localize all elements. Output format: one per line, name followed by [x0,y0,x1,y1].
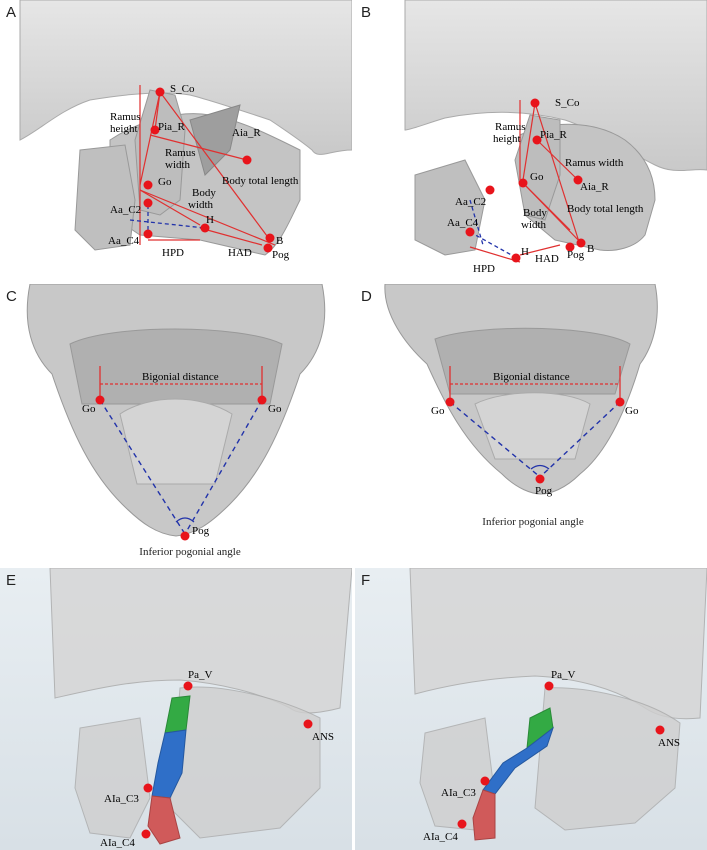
label-body-total-length: Body total length [567,203,644,215]
label-s-co: S_Co [170,83,195,95]
skull-inferior-view-d: Go Go Pog Bigonial distance [355,284,707,566]
label-ramus-height-2: height [493,133,521,145]
landmark-dots-d [445,397,625,484]
label-body-width-1: Body [192,187,216,199]
skull-airway-view-f: Pa_V ANS AIa_C3 AIa_C4 [355,568,707,850]
label-pog: Pog [192,525,210,537]
label-h: H [206,214,214,226]
label-go-left: Go [82,403,96,415]
landmark-dots-a [143,87,275,253]
label-aia-r: Aia_R [580,181,609,193]
panel-label-a: A [6,4,17,21]
skull-lateral-view-b: S_Co Pia_R Aia_R Go Aa_C2 Aa_C4 H B Pog … [355,0,707,280]
label-aa-c2: Aa_C2 [455,196,486,208]
label-s-co: S_Co [555,97,580,109]
label-ramus-height-2: height [110,123,138,135]
label-aia-r: Aia_R [232,127,261,139]
label-go: Go [530,171,544,183]
landmark-dots-e [141,681,313,839]
label-aa-c4: Aa_C4 [447,217,479,229]
label-ans: ANS [658,737,680,749]
skull-inferior-view-c: Go Go Pog Bigonial distance [0,284,352,566]
label-had: HAD [228,247,252,259]
label-pog: Pog [272,249,290,261]
skull-airway-view-e: Pa_V ANS AIa_C3 AIa_C4 [0,568,352,850]
caption-inferior-pogonial-angle: Inferior pogonial angle [139,546,241,558]
panel-label-e: E [6,572,17,589]
panel-f: Pa_V ANS AIa_C3 AIa_C4 F [355,568,707,850]
panel-c: Go Go Pog Bigonial distance C Inferior p… [0,284,352,566]
panel-label-d: D [361,288,372,305]
label-pog: Pog [567,249,585,261]
label-body-total-length: Body total length [222,175,299,187]
label-b: B [276,235,283,247]
label-b: B [587,243,594,255]
panel-e: Pa_V ANS AIa_C3 AIa_C4 E [0,568,352,850]
panel-b: S_Co Pia_R Aia_R Go Aa_C2 Aa_C4 H B Pog … [355,0,707,280]
label-ala-c3: AIa_C3 [441,787,476,799]
landmark-dots-c [95,395,267,541]
label-ramus-height-1: Ramus [495,121,526,133]
label-ramus-width-1: Ramus [165,147,196,159]
label-pia-r: Pia_R [158,121,186,133]
label-aa-c4: Aa_C4 [108,235,140,247]
label-h: H [521,246,529,258]
label-pa-v: Pa_V [551,669,576,681]
label-pia-r: Pia_R [540,129,568,141]
label-ramus-height-1: Ramus [110,111,141,123]
panel-label-b: B [361,4,372,21]
label-body-width-2: width [521,219,547,231]
skull-lateral-view-a: S_Co Pia_R Aia_R Go Aa_C2 Aa_C4 H B Pog … [0,0,352,280]
label-go: Go [158,176,172,188]
label-body-width-2: width [188,199,214,211]
label-aa-c2: Aa_C2 [110,204,141,216]
landmark-dots-b [465,98,586,263]
label-ramus-width-2: width [165,159,191,171]
label-ala-c4: AIa_C4 [100,837,135,849]
panel-label-f: F [361,572,371,589]
landmark-dots-f [457,681,665,829]
label-go-right: Go [268,403,282,415]
label-hpd: HPD [473,263,495,275]
label-had: HAD [535,253,559,265]
label-bigonial: Bigonial distance [142,371,219,383]
label-go-left: Go [431,405,445,417]
label-ala-c4: AIa_C4 [423,831,458,843]
label-ramus-width: Ramus width [565,157,624,169]
label-hpd: HPD [162,247,184,259]
panel-a: S_Co Pia_R Aia_R Go Aa_C2 Aa_C4 H B Pog … [0,0,352,280]
label-pa-v: Pa_V [188,669,213,681]
label-pog: Pog [535,485,553,497]
label-go-right: Go [625,405,639,417]
panel-d: Go Go Pog Bigonial distance D Inferior p… [355,284,707,566]
label-ala-c3: AIa_C3 [104,793,139,805]
caption-inferior-pogonial-angle: Inferior pogonial angle [482,516,584,528]
label-ans: ANS [312,731,334,743]
label-bigonial: Bigonial distance [493,371,570,383]
panel-label-c: C [6,288,17,305]
label-body-width-1: Body [523,207,547,219]
